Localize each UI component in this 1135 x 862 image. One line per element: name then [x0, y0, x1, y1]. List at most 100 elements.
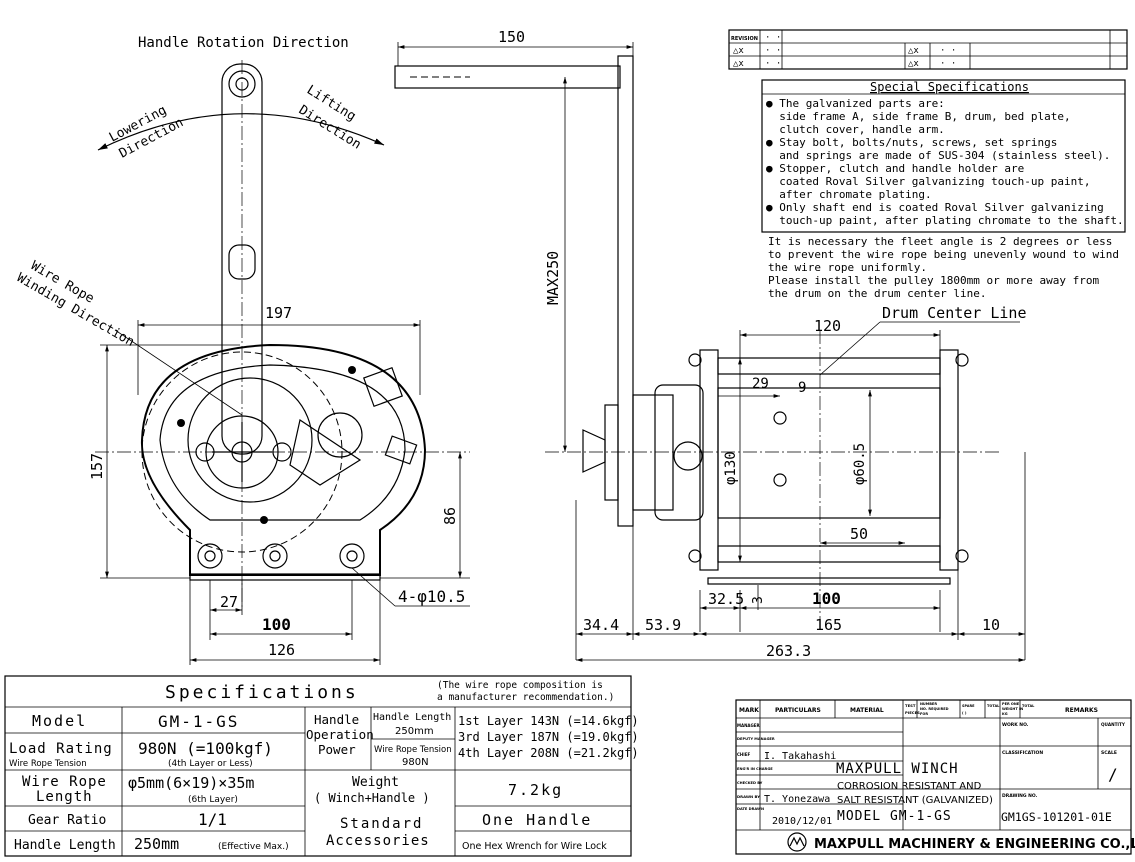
rev-date-2: · · — [765, 59, 781, 69]
tb-title-1: MAXPULL WINCH — [836, 761, 959, 777]
special-line-7: after chromate plating. — [766, 188, 932, 201]
side-view: 150 MAX250 Drum Center Line — [394, 28, 1027, 662]
rev-mark2-1: △x — [908, 46, 919, 56]
handle-length-value: 250mm — [134, 835, 179, 853]
model-label: Model — [32, 712, 87, 730]
dim-150: 150 — [498, 28, 525, 46]
tb-per-1: SPARE — [962, 704, 975, 708]
dim-197: 197 — [265, 304, 292, 322]
rev-mark2-2: △x — [908, 59, 919, 69]
stay-bottom — [717, 545, 941, 563]
tb-classification: CLASSIFICATION — [1002, 750, 1043, 756]
housing-cap — [673, 441, 703, 471]
handle-length-sub: (Effective Max.) — [218, 842, 289, 852]
tb-title-3: SALT RESISTANT (GALVANIZED) — [837, 795, 993, 806]
clutch-cover — [604, 404, 619, 501]
screw-2 — [260, 516, 268, 524]
company-logo — [787, 832, 807, 852]
revision-table: REVISION · · △x · · △x · · △x · · △x · · — [728, 29, 1128, 70]
foot-hole-2 — [262, 543, 288, 569]
hop-label-2: Operation — [306, 727, 374, 742]
acc-label-1: Standard — [340, 816, 423, 832]
tb-row-drawn: DRAWN BY — [737, 794, 760, 799]
note-line-0: It is necessary the fleet angle is 2 deg… — [768, 235, 1112, 248]
special-line-8: ● Only shaft end is coated Roval Silver … — [766, 201, 1104, 214]
gear-label: Gear Ratio — [28, 813, 106, 828]
tb-title-4: MODEL GM-1-GS — [837, 809, 952, 824]
handle-rotation-label: Handle Rotation Direction — [138, 35, 349, 51]
drum-center-label: Drum Center Line — [882, 304, 1027, 322]
dim-32-5: 32.5 — [708, 590, 744, 608]
bed-plate — [707, 577, 951, 585]
layer-4: 4th Layer 208N (=21.2kgf) — [458, 746, 639, 760]
hop-len-label: Handle Length — [373, 712, 451, 723]
dim-holes: 4-φ10.5 — [398, 587, 465, 606]
stay-bolt-2 — [955, 353, 969, 367]
weight-label-2: ( Winch+Handle ) — [314, 791, 430, 805]
rev-date-0: · · — [765, 33, 781, 43]
drum-circle — [187, 377, 313, 503]
gear-pinion — [317, 412, 363, 458]
special-line-1: side frame A, side frame B, drum, bed pl… — [766, 110, 1071, 123]
side-frame-b — [939, 349, 959, 571]
screw-3 — [348, 366, 356, 374]
logo-mark — [789, 836, 805, 847]
revision-frame — [728, 29, 1128, 70]
note-line-1: to prevent the wire rope being unevenly … — [768, 248, 1119, 261]
tb-row-chief: CHIEF — [737, 752, 751, 757]
weight-value: 7.2kg — [508, 781, 563, 799]
housing — [654, 384, 704, 521]
hop-ten-value: 980N — [402, 757, 429, 768]
stay-bolt-4 — [955, 549, 969, 563]
tb-company: MAXPULL MACHINERY & ENGINEERING CO.,LTD. — [814, 837, 1135, 852]
model-value: GM-1-GS — [158, 712, 239, 731]
dim-10: 10 — [982, 616, 1000, 634]
screw-1 — [177, 419, 185, 427]
acc-value-sub: One Hex Wrench for Wire Lock — [462, 841, 607, 852]
special-line-9: touch-up paint, after plating chromate t… — [766, 214, 1124, 227]
load-sub: Wire Rope Tension — [9, 759, 87, 769]
tb-test-2: PIECES — [905, 710, 920, 715]
stay-bolt-3 — [688, 549, 702, 563]
dim-86: 86 — [441, 507, 459, 525]
holes-leader — [351, 567, 396, 607]
inner-frame — [159, 364, 406, 521]
special-line-4: and springs are made of SUS-304 (stainle… — [766, 149, 1110, 162]
acc-value: One Handle — [482, 811, 592, 829]
dim-34-4: 34.4 — [583, 616, 619, 634]
weight-label-1: Weight — [352, 775, 399, 790]
special-title: Special Specifications — [870, 80, 1029, 94]
tb-weight-3: KG — [1002, 712, 1008, 716]
tb-per-2: ( ) — [962, 711, 967, 715]
special-line-6: coated Roval Silver galvanizing touch-up… — [766, 175, 1091, 188]
dim-126: 126 — [268, 641, 295, 659]
stay-top — [717, 357, 941, 375]
drum — [717, 387, 941, 519]
dim-50: 50 — [850, 525, 868, 543]
dim-9: 9 — [798, 380, 806, 396]
hop-label-1: Handle — [314, 712, 359, 727]
dim-263-3: 263.3 — [766, 642, 811, 660]
dim-phi130: φ130 — [723, 451, 739, 485]
drum-bolt-2 — [773, 473, 787, 487]
rev-mark-1: △x — [733, 46, 744, 56]
title-block: MARK PARTICULARS MATERIAL TEST PIECES NU… — [735, 699, 1135, 855]
foot-hole-3-inner — [346, 550, 358, 562]
acc-label-2: Accessories — [326, 833, 430, 849]
front-view: Handle Rotation Direction Lowering Direc… — [14, 35, 470, 665]
rev-date-1: · · — [765, 46, 781, 56]
special-specifications: Special Specifications ● The galvanized … — [761, 79, 1126, 300]
tb-scale-value: / — [1108, 765, 1118, 784]
dim-3: 3 — [751, 596, 766, 604]
special-line-3: ● Stay bolt, bolts/nuts, screws, set spr… — [766, 136, 1057, 149]
dim-27: 27 — [220, 593, 238, 611]
tb-row-manager: MANAGER — [737, 723, 760, 728]
specs-note-1: (The wire rope composition is — [437, 680, 603, 691]
gear-box — [632, 394, 674, 511]
logo-circle — [787, 832, 807, 852]
drum-center-leader — [819, 321, 881, 376]
note-line-3: Please install the pulley 1800mm or more… — [768, 274, 1100, 287]
hop-label-3: Power — [318, 742, 356, 757]
foot-hole-1 — [197, 543, 223, 569]
